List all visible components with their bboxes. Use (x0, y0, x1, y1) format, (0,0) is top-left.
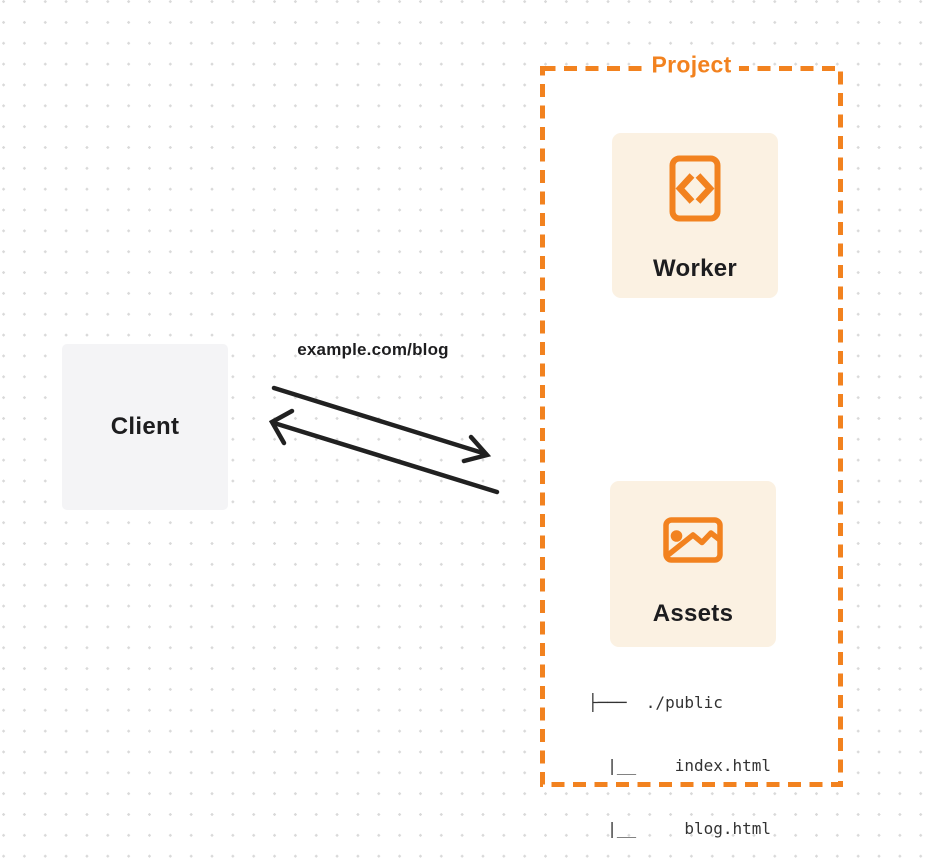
request-arrow (271, 385, 492, 464)
image-icon (663, 517, 723, 563)
client-label: Client (110, 413, 180, 440)
worker-card: Worker (612, 133, 778, 298)
client-box: Client (62, 344, 228, 510)
worker-label: Worker (652, 255, 738, 282)
project-border (540, 66, 843, 787)
project-label: Project (644, 51, 739, 79)
assets-label: Assets (652, 600, 734, 627)
file-tree: ├─── ./public |__ index.html |__ blog.ht… (588, 650, 771, 860)
project-container: Project Worker Assets ├─── ./public |__ … (540, 51, 843, 838)
file-tree-line: |__ index.html (588, 756, 772, 775)
response-arrow (268, 408, 500, 495)
assets-card: Assets (610, 481, 776, 647)
request-url-label: example.com/blog (297, 340, 449, 359)
file-tree-line: |__ blog.html (588, 819, 772, 838)
code-file-icon (669, 155, 721, 222)
file-tree-line: ├─── ./public (588, 693, 723, 712)
